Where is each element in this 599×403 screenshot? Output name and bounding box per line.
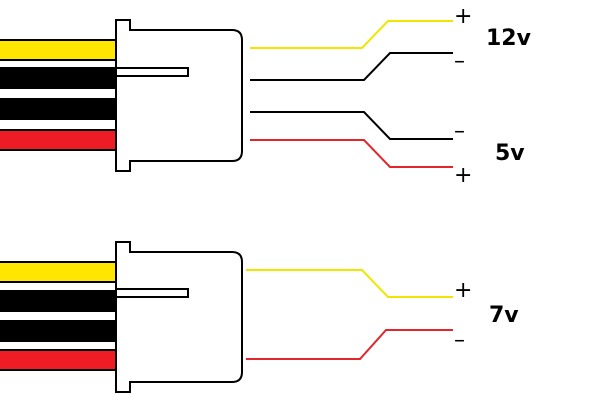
wire-bundle-bottom	[0, 261, 119, 371]
connector-latch-top	[115, 67, 189, 77]
connector-top: + – – + 12v 5v	[0, 4, 532, 188]
sign-minus-12v: –	[454, 49, 465, 74]
sign-plus-7v: +	[454, 278, 472, 303]
lead-red-top	[250, 139, 453, 168]
output-leads-bottom	[246, 269, 453, 360]
bundle-wire-black-2	[0, 98, 119, 120]
connector-housing-bottom	[115, 241, 243, 393]
lead-black-top	[250, 52, 453, 81]
bundle-wire-black-1	[0, 67, 119, 89]
lead-yellow-top	[250, 20, 453, 49]
bundle-wire-yellow	[0, 39, 119, 61]
label-5v: 5v	[495, 141, 525, 166]
bundle-wire-black-1	[0, 290, 119, 312]
label-12v: 12v	[486, 26, 532, 51]
bundle-wire-red	[0, 129, 119, 151]
bundle-wire-red	[0, 349, 119, 371]
output-leads-top	[250, 20, 453, 168]
wire-bundle-top	[0, 39, 119, 151]
bundle-wire-yellow	[0, 261, 119, 283]
connector-bottom: + – 7v	[0, 241, 519, 393]
lead-yellow-bottom	[246, 269, 453, 298]
lead-black-bottom	[250, 111, 453, 140]
sign-plus-5v: +	[454, 163, 472, 188]
connector-latch-bottom	[115, 288, 189, 298]
connector-housing-top	[115, 19, 243, 172]
label-7v: 7v	[489, 303, 519, 328]
sign-minus-7v: –	[454, 328, 465, 353]
lead-red-bottom	[246, 329, 453, 360]
bundle-wire-black-2	[0, 320, 119, 342]
sign-minus-5v: –	[454, 119, 465, 144]
sign-plus-12v: +	[454, 4, 472, 29]
